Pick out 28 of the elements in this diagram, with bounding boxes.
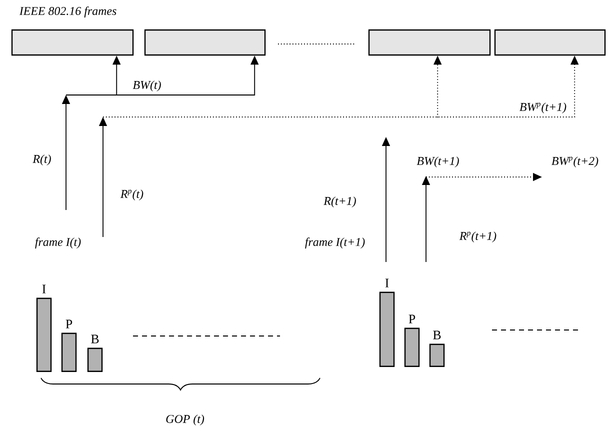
frame-box <box>144 29 266 56</box>
label: frame I(t) <box>35 238 81 248</box>
label: IEEE 802.16 frames <box>19 6 116 18</box>
node-label: P <box>408 314 416 324</box>
frame-bar: P <box>404 314 420 367</box>
label: R(t) <box>32 154 51 166</box>
node-label: P <box>66 320 72 328</box>
label: BW$^{p}$(t+2) <box>552 156 598 168</box>
frame-bar: I <box>36 284 52 372</box>
edge-label: BW$^{p}$(t+1) <box>518 102 568 114</box>
node-label: I <box>385 278 389 288</box>
frame-box <box>494 29 606 56</box>
node-label: I <box>42 284 46 294</box>
frame-bar: B <box>87 334 103 372</box>
frame-box <box>11 29 134 56</box>
label: BW(t+1) <box>416 156 459 168</box>
node-label: B <box>433 330 441 340</box>
frame-box <box>368 29 491 56</box>
frame-bar: I <box>379 278 395 367</box>
label: GOP (t) <box>166 414 204 426</box>
label: R$^{p}$(t) <box>120 190 144 200</box>
node-label: B <box>91 334 99 344</box>
label: R$^{p}$(t+1) <box>459 232 496 242</box>
frame-bar: B <box>429 330 445 367</box>
edge-label: BW(t) <box>132 80 162 92</box>
frame-bar: P <box>61 320 77 372</box>
label: frame I(t+1) <box>305 238 365 248</box>
label: R(t+1) <box>324 196 356 208</box>
